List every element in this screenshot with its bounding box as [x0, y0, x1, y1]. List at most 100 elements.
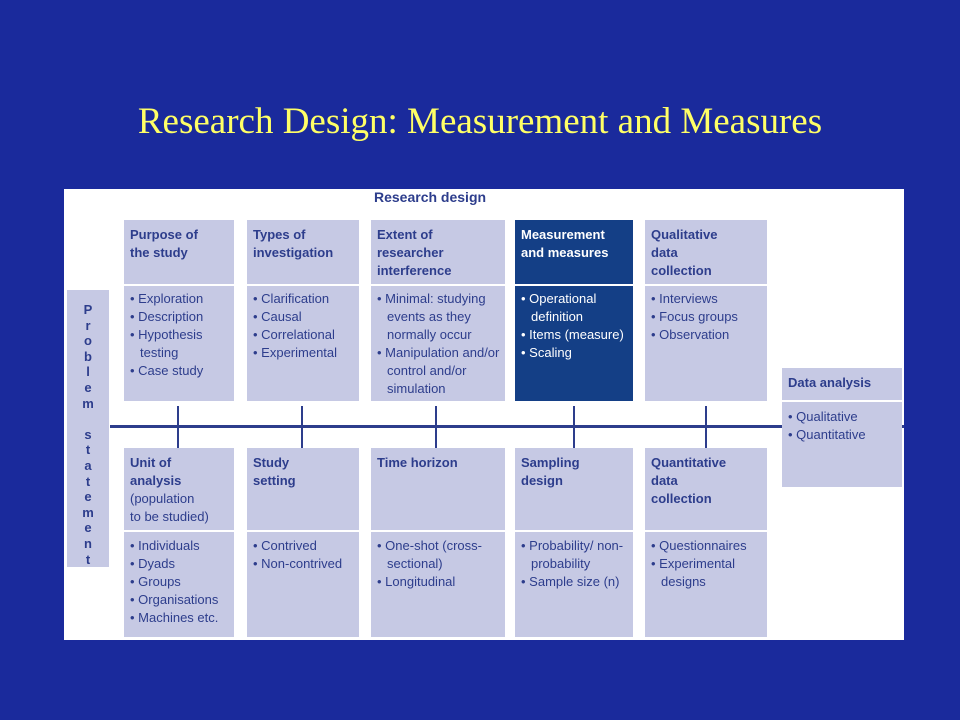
list-item: Qualitative: [788, 408, 898, 426]
bottom-block-4: Quantitative data collectionQuestionnaires…: [645, 448, 767, 637]
block-title: Purpose of the study: [124, 220, 234, 262]
top-block-4: QualitativedatacollectionInterviewsFocus…: [645, 220, 767, 401]
list-item: Items (measure): [521, 326, 629, 344]
block-title-line: analysis: [130, 473, 182, 488]
connector-tick: [435, 406, 437, 448]
problem-letter: l: [86, 364, 90, 380]
data-analysis-list: Qualitative Quantitative: [782, 408, 902, 444]
block-title-line: Sampling: [521, 455, 580, 470]
block-title: Sampling design: [515, 448, 633, 490]
block-list: One-shot (cross-sectional)Longitudinal: [371, 537, 505, 591]
block-title-line: Qualitative: [651, 227, 718, 242]
problem-letter: P: [83, 302, 93, 317]
list-item: Interviews: [651, 290, 763, 308]
block-title-line: Time horizon: [377, 455, 458, 470]
list-item: Causal: [253, 308, 355, 326]
list-item: Sample size (n): [521, 573, 629, 591]
list-item: Focus groups: [651, 308, 763, 326]
block-subtitle-line: (population: [130, 491, 195, 506]
connector-line: [110, 425, 904, 428]
problem-letter: e: [84, 489, 92, 505]
problem-letter: t: [85, 551, 91, 567]
list-item: Manipulation and/or control and/or simul…: [377, 344, 501, 398]
list-item: Exploration: [130, 290, 230, 308]
list-item: One-shot (cross-sectional): [377, 537, 501, 573]
problem-letter: b: [84, 348, 92, 364]
block-list: IndividualsDyadsGroupsOrganisationsMachi…: [124, 537, 234, 627]
block-title-line: design: [521, 473, 563, 488]
block-title-line: Quantitative: [651, 455, 727, 470]
list-item: Description: [130, 308, 230, 326]
list-item: Individuals: [130, 537, 230, 555]
block-title-line: setting: [253, 473, 296, 488]
list-item: Experimental designs: [651, 555, 763, 591]
block-title-line: Purpose of: [130, 227, 198, 242]
block-list: ContrivedNon-contrived: [247, 537, 359, 573]
top-block-2: Extent ofresearcherinterferenceMinimal: …: [371, 220, 505, 401]
problem-letter: r: [85, 317, 91, 333]
divider: [247, 284, 359, 286]
list-item: Probability/ non-probability: [521, 537, 629, 573]
data-analysis-title: Data analysis: [788, 375, 872, 390]
connector-tick: [705, 406, 707, 448]
list-item: Hypothesis testing: [130, 326, 230, 362]
block-title-line: data: [651, 473, 678, 488]
diagram-header: Research design: [374, 189, 487, 205]
problem-letter: a: [84, 457, 92, 473]
problem-letter: e: [84, 520, 92, 536]
problem-letter: s: [84, 426, 92, 442]
block-title-line: interference: [377, 263, 452, 278]
connector-tick: [301, 406, 303, 448]
divider: [645, 530, 767, 532]
block-title-line: researcher: [377, 245, 444, 260]
block-title-line: and measures: [521, 245, 609, 260]
block-title-line: Measurement: [521, 227, 605, 242]
list-item: Quantitative: [788, 426, 898, 444]
block-title: Time horizon: [371, 448, 505, 472]
list-item: Longitudinal: [377, 573, 501, 591]
block-list: InterviewsFocus groupsObservation: [645, 290, 767, 344]
list-item: Dyads: [130, 555, 230, 573]
top-block-3: Measurement and measuresOperational defin…: [515, 220, 633, 401]
block-subtitle-line: to be studied): [130, 509, 209, 524]
block-list: Operational definitionItems (measure)Sca…: [515, 290, 633, 362]
divider: [247, 530, 359, 532]
block-title-line: data: [651, 245, 678, 260]
block-title: Measurement and measures: [515, 220, 633, 262]
list-item: Scaling: [521, 344, 629, 362]
list-item: Groups: [130, 573, 230, 591]
block-title-line: the study: [130, 245, 188, 260]
list-item: Operational definition: [521, 290, 629, 326]
problem-letter: [67, 411, 109, 427]
bottom-block-3: Sampling designProbability/ non-probabili…: [515, 448, 633, 637]
problem-letter: m: [82, 395, 94, 411]
block-list: Probability/ non-probabilitySample size …: [515, 537, 633, 591]
block-title-line: investigation: [253, 245, 334, 260]
bottom-block-2: Time horizonOne-shot (cross-sectional)Lo…: [371, 448, 505, 637]
connector-tick: [573, 406, 575, 448]
list-item: Experimental: [253, 344, 355, 362]
slide-title: Research Design: Measurement and Measure…: [137, 101, 823, 142]
block-list: ClarificationCausalCorrelationalExperime…: [247, 290, 359, 362]
list-item: Questionnaires: [651, 537, 763, 555]
block-list: Minimal: studying events as they normall…: [371, 290, 505, 398]
block-title-line: collection: [651, 491, 712, 506]
divider: [124, 530, 234, 532]
block-list: QuestionnairesExperimental designs: [645, 537, 767, 591]
problem-letter: o: [84, 333, 92, 349]
divider: [124, 284, 234, 286]
list-item: Correlational: [253, 326, 355, 344]
problem-letter: t: [85, 473, 91, 489]
divider: [515, 284, 633, 286]
list-item: Minimal: studying events as they normall…: [377, 290, 501, 344]
problem-letter: n: [84, 535, 92, 551]
list-item: Organisations: [130, 591, 230, 609]
problem-letter: m: [82, 504, 94, 520]
block-title: Quantitative data collection: [645, 448, 767, 508]
